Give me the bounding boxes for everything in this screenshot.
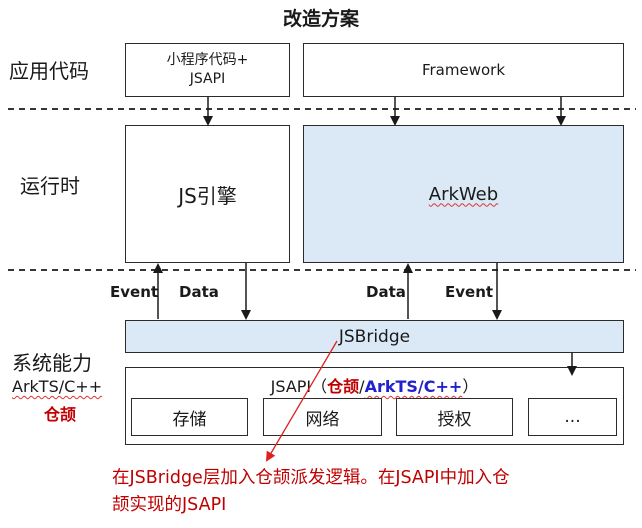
flow-label-data-right: Data <box>366 283 406 301</box>
jsapi-arkts: ArkTS/C++ <box>364 377 463 396</box>
capability-authorization: 授权 <box>396 398 513 436</box>
arkweb-box: ArkWeb <box>303 125 624 263</box>
framework-label: Framework <box>421 61 506 79</box>
jsapi-prefix: JSAPI（ <box>270 377 328 396</box>
capability-network: 网络 <box>263 398 382 436</box>
js-engine-box: JS引擎 <box>125 125 290 263</box>
capability-storage: 存储 <box>131 398 248 436</box>
miniprogram-code-line1: 小程序代码+ <box>166 52 249 68</box>
flow-label-event-left: Event <box>110 283 159 301</box>
annotation-text: 在JSBridge层加入仓颉派发逻辑。在JSAPI中加入仓 颉实现的JSAPI <box>112 465 510 519</box>
miniprogram-code-line2: JSAPI <box>189 71 226 87</box>
layer-label-runtime: 运行时 <box>20 174 80 198</box>
miniprogram-code-box: 小程序代码+ JSAPI <box>125 43 290 97</box>
capability-more: ... <box>528 398 617 436</box>
arkweb-label: ArkWeb <box>428 183 499 205</box>
jsapi-cangjie: 仓颉 <box>327 377 360 396</box>
layer-label-arkts: ArkTS/C++ <box>12 377 103 396</box>
flow-label-event-right: Event <box>445 283 494 301</box>
jsapi-suffix: ） <box>462 377 479 396</box>
layer-label-app-code: 应用代码 <box>9 59 89 83</box>
annotation-line2: 颉实现的JSAPI <box>112 495 227 515</box>
flow-label-data-left: Data <box>179 283 219 301</box>
jsbridge-label: JSBridge <box>338 326 411 347</box>
jsapi-slash: / <box>359 377 365 396</box>
annotation-line1: 在JSBridge层加入仓颉派发逻辑。在JSAPI中加入仓 <box>112 468 510 488</box>
jsapi-title: JSAPI（仓颉/ArkTS/C++） <box>125 373 624 397</box>
page-title: 改造方案 <box>282 8 359 30</box>
framework-box: Framework <box>303 43 624 97</box>
layer-label-system-capability: 系统能力 <box>12 351 92 375</box>
layer-label-storehouse: 仓颉 <box>44 405 77 424</box>
jsbridge-box: JSBridge <box>125 320 624 353</box>
js-engine-label: JS引擎 <box>178 183 237 208</box>
